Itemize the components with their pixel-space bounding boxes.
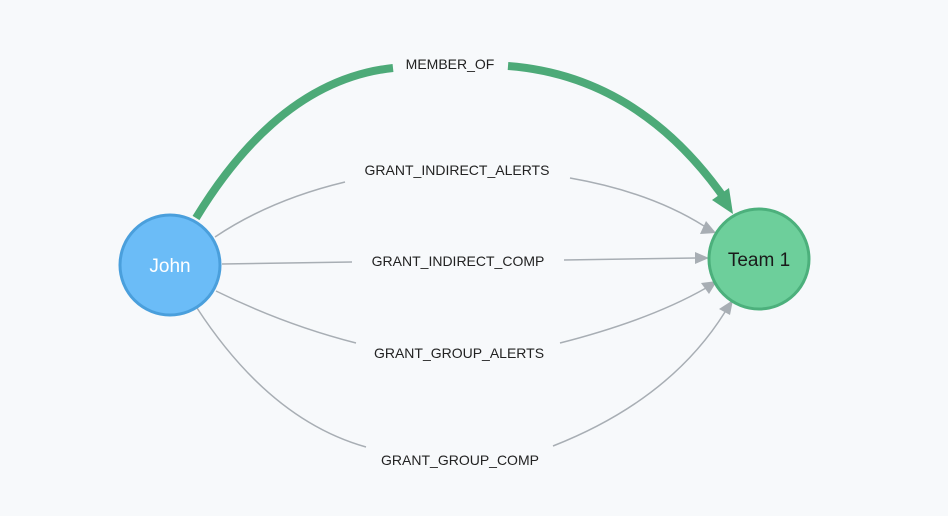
grant-group-comp-edge[interactable] bbox=[196, 307, 726, 448]
node-team1-label: Team 1 bbox=[728, 250, 790, 271]
grant-group-comp-arrowhead bbox=[719, 300, 733, 315]
node-team1[interactable]: Team 1 bbox=[707, 207, 811, 311]
grant-group-alerts-arrowhead bbox=[701, 281, 717, 294]
member-of-edge[interactable] bbox=[192, 62, 731, 221]
grant-indirect-comp-label[interactable]: GRANT_INDIRECT_COMP bbox=[372, 253, 545, 269]
grant-indirect-alerts-arrowhead bbox=[700, 221, 716, 234]
relationship-grant-group-alerts[interactable]: GRANT_GROUP_ALERTS bbox=[215, 281, 717, 361]
grant-indirect-comp-edge[interactable] bbox=[221, 257, 697, 265]
grant-indirect-comp-arrowhead bbox=[695, 252, 709, 264]
node-john-label: John bbox=[149, 256, 190, 277]
node-john[interactable]: John bbox=[118, 213, 222, 317]
relationship-grant-group-comp[interactable]: GRANT_GROUP_COMP bbox=[196, 300, 733, 468]
grant-indirect-alerts-edge[interactable] bbox=[214, 177, 705, 238]
member-of-label[interactable]: MEMBER_OF bbox=[406, 56, 495, 72]
relationship-member-of[interactable]: MEMBER_OF bbox=[192, 56, 733, 221]
grant-indirect-alerts-label[interactable]: GRANT_INDIRECT_ALERTS bbox=[365, 162, 550, 178]
grant-group-alerts-label[interactable]: GRANT_GROUP_ALERTS bbox=[374, 345, 544, 361]
member-of-arrowhead bbox=[712, 188, 733, 214]
grant-group-comp-label[interactable]: GRANT_GROUP_COMP bbox=[381, 452, 539, 468]
grant-group-alerts-edge[interactable] bbox=[215, 287, 707, 344]
node-john-circle[interactable] bbox=[118, 213, 222, 317]
node-team1-circle[interactable] bbox=[707, 207, 811, 311]
relationship-grant-indirect-comp[interactable]: GRANT_INDIRECT_COMP bbox=[221, 252, 709, 269]
relationship-grant-indirect-alerts[interactable]: GRANT_INDIRECT_ALERTS bbox=[214, 162, 716, 238]
